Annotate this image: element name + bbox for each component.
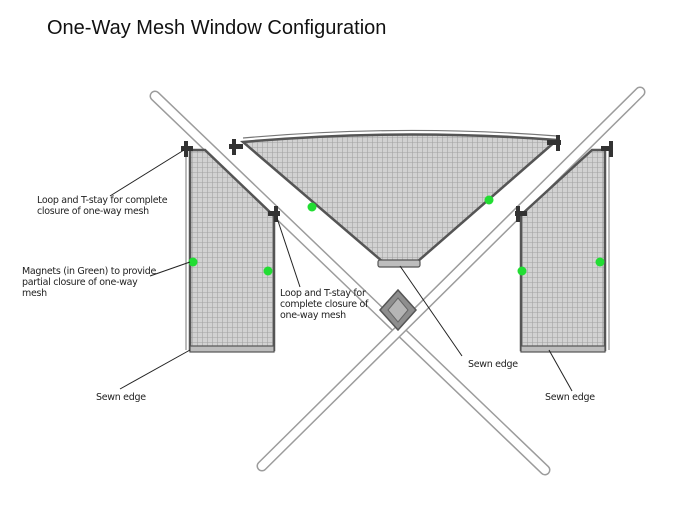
center-panel-sewn-edge (377, 259, 421, 268)
left-mesh-panel (185, 148, 276, 353)
page-title: One-Way Mesh Window Configuration (47, 17, 387, 39)
label-loop-tstay-center: Loop and T-stay for complete closure of … (280, 288, 369, 321)
center-buckle-icon (378, 288, 418, 332)
label-loop-tstay-left: Loop and T-stay for complete closure of … (37, 195, 168, 217)
right-mesh-panel (519, 148, 610, 353)
right-panel-sewn-edge (520, 345, 606, 353)
strap-b (256, 86, 646, 472)
label-magnets: Magnets (in Green) to provide partial cl… (22, 266, 157, 299)
t-stay-clip-icon (181, 135, 613, 222)
left-panel-sewn-edge (189, 345, 275, 353)
strap-a (149, 90, 551, 476)
label-sewn-edge-left: Sewn edge (96, 392, 146, 403)
leader-lines (109, 149, 573, 392)
label-sewn-edge-center: Sewn edge (468, 359, 518, 370)
center-mesh-panel (239, 129, 561, 268)
label-sewn-edge-right: Sewn edge (545, 392, 595, 403)
magnet-icon (188, 195, 605, 276)
